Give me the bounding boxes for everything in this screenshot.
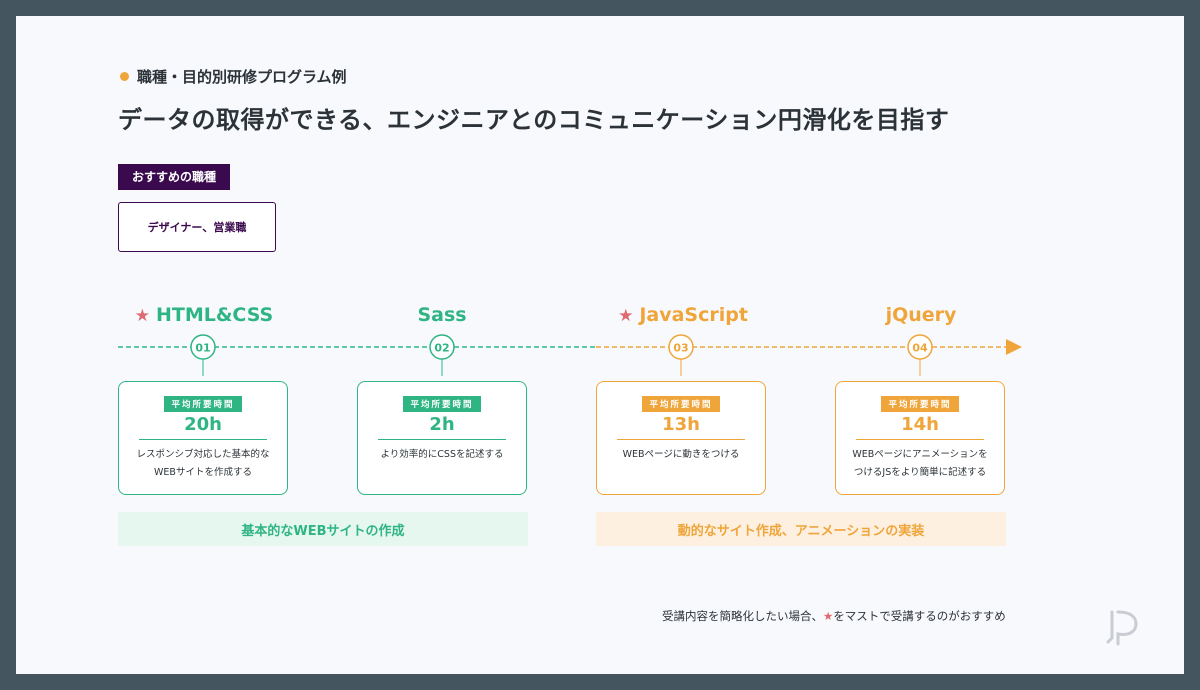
note-text-before: 受講内容を簡略化したい場合、 xyxy=(662,609,823,623)
step-description: より効率的にCSSを記述する xyxy=(358,446,526,464)
desc-line: WEBページにアニメーションを xyxy=(852,449,988,460)
average-time-badge: 平均所要時間 xyxy=(164,396,242,412)
step-num-03: 03 xyxy=(673,342,688,355)
desc-line: WEBページに動きをつける xyxy=(622,449,740,460)
subtitle-text: 職種・目的別研修プログラム例 xyxy=(137,68,347,86)
step-marker-01: 01 xyxy=(190,334,216,376)
star-icon: ★ xyxy=(618,306,634,326)
step-title-02: Sass xyxy=(342,304,542,326)
step-title-03: ★JavaScript xyxy=(583,304,783,326)
hours-value: 2h xyxy=(429,414,455,435)
phase-band-dynamic: 動的なサイト作成、アニメーションの実装 xyxy=(596,512,1006,546)
step-description: WEBページにアニメーションを つけるJSをより簡単に記述する xyxy=(836,446,1004,482)
step-card-01: 平均所要時間 20h レスポンシブ対応した基本的な WEBサイトを作成する xyxy=(118,381,288,495)
divider xyxy=(139,439,267,440)
page-title: データの取得ができる、エンジニアとのコミュニケーション円滑化を目指す xyxy=(118,106,950,134)
step-marker-04: 04 xyxy=(907,334,933,376)
step-title-text: HTML&CSS xyxy=(155,304,274,326)
step-title-01: ★HTML&CSS xyxy=(104,304,304,326)
step-title-text: jQuery xyxy=(885,304,957,326)
step-description: レスポンシブ対応した基本的な WEBサイトを作成する xyxy=(119,446,287,482)
brand-logo-icon xyxy=(1106,610,1138,646)
desc-line: つけるJSをより簡単に記述する xyxy=(853,467,987,478)
recommend-label: おすすめの職種 xyxy=(118,164,231,190)
step-title-text: JavaScript xyxy=(639,304,748,326)
desc-line: より効率的にCSSを記述する xyxy=(380,449,504,460)
divider xyxy=(617,439,745,440)
step-description: WEBページに動きをつける xyxy=(597,446,765,464)
desc-line: レスポンシブ対応した基本的な xyxy=(136,449,270,460)
divider xyxy=(378,439,506,440)
arrow-right-icon xyxy=(1006,339,1022,355)
average-time-badge: 平均所要時間 xyxy=(642,396,720,412)
average-time-badge: 平均所要時間 xyxy=(403,396,481,412)
slide: 職種・目的別研修プログラム例 データの取得ができる、エンジニアとのコミュニケーシ… xyxy=(16,16,1184,674)
note-text-after: をマストで受講するのがおすすめ xyxy=(833,609,1006,623)
hours-value: 14h xyxy=(901,414,939,435)
step-title-text: Sass xyxy=(417,304,467,326)
divider xyxy=(856,439,984,440)
step-num-02: 02 xyxy=(434,342,449,355)
average-time-badge: 平均所要時間 xyxy=(881,396,959,412)
star-icon: ★ xyxy=(134,306,150,326)
timeline: 01 02 03 04 xyxy=(118,334,1022,376)
step-marker-03: 03 xyxy=(668,334,694,376)
hours-value: 13h xyxy=(662,414,700,435)
footer-note: 受講内容を簡略化したい場合、★をマストで受講するのがおすすめ xyxy=(662,608,1006,624)
recommend-roles: デザイナー、営業職 xyxy=(118,202,276,252)
star-icon: ★ xyxy=(823,609,834,623)
step-card-02: 平均所要時間 2h より効率的にCSSを記述する xyxy=(357,381,527,495)
step-num-01: 01 xyxy=(195,342,210,355)
step-marker-02: 02 xyxy=(429,334,455,376)
bullet-dot-icon xyxy=(120,72,129,81)
section-subtitle: 職種・目的別研修プログラム例 xyxy=(120,66,347,87)
desc-line: WEBサイトを作成する xyxy=(154,467,252,478)
step-num-04: 04 xyxy=(912,342,928,355)
phase-band-basic: 基本的なWEBサイトの作成 xyxy=(118,512,528,546)
hours-value: 20h xyxy=(184,414,222,435)
step-card-04: 平均所要時間 14h WEBページにアニメーションを つけるJSをより簡単に記述… xyxy=(835,381,1005,495)
step-card-03: 平均所要時間 13h WEBページに動きをつける xyxy=(596,381,766,495)
step-title-04: jQuery xyxy=(821,304,1021,326)
